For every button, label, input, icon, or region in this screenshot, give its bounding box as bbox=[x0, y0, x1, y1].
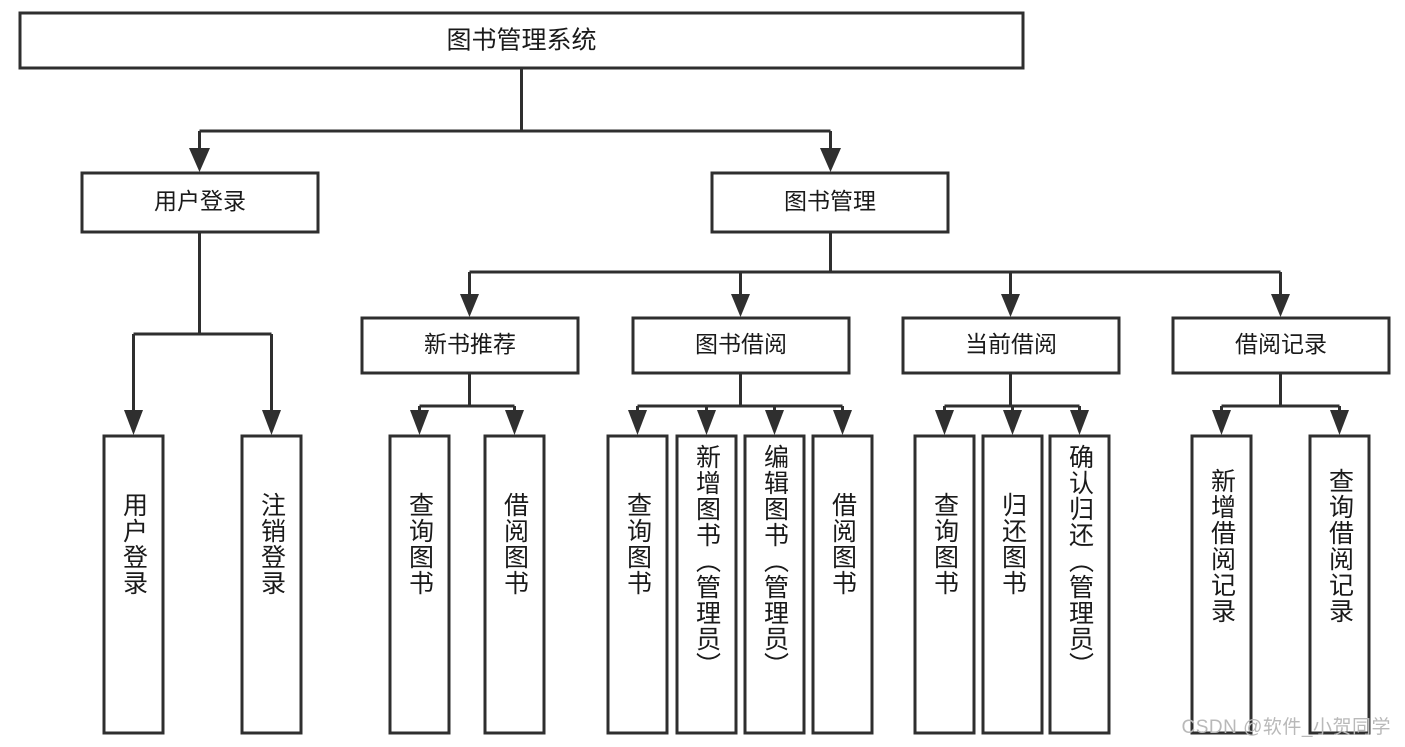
leaf-box-add-book[interactable] bbox=[675, 434, 738, 735]
leaf-box-user-login[interactable] bbox=[102, 434, 165, 735]
arrowhead-leaf-logout bbox=[262, 410, 281, 435]
node-book-management-box[interactable] bbox=[710, 171, 950, 234]
arrowhead-leaf-add-record bbox=[1212, 410, 1231, 435]
node-book-borrow-label: 图书借阅 bbox=[695, 331, 787, 357]
leaf-box-return-book[interactable] bbox=[981, 434, 1044, 735]
leaf-node-layer bbox=[102, 434, 1371, 735]
node-root-label: 图书管理系统 bbox=[446, 27, 596, 55]
node-current-borrow-box[interactable] bbox=[901, 316, 1121, 375]
csdn-watermark: CSDN @软件_小贺同学 bbox=[1181, 717, 1391, 738]
node-borrow-record-box[interactable] bbox=[1171, 316, 1391, 375]
arrowhead-leaf-borrow-book-1 bbox=[505, 410, 524, 435]
node-current-borrow[interactable]: 当前借阅 bbox=[901, 316, 1121, 375]
arrowhead-book-borrow bbox=[731, 294, 750, 317]
arrowhead-book-mgmt bbox=[820, 148, 841, 172]
leaf-box-query-book-1[interactable] bbox=[388, 434, 451, 735]
node-user-login[interactable]: 用户登录 bbox=[80, 171, 320, 234]
leaf-box-confirm-return[interactable] bbox=[1048, 434, 1111, 735]
arrowhead-new-book-rec bbox=[460, 294, 479, 317]
arrowhead-leaf-add-book bbox=[697, 410, 716, 435]
arrowhead-borrow-record bbox=[1271, 294, 1290, 317]
leaf-box-query-book-2[interactable] bbox=[606, 434, 669, 735]
arrowhead-leaf-borrow-book-2 bbox=[833, 410, 852, 435]
leaf-box-query-book-3[interactable] bbox=[913, 434, 976, 735]
arrowhead-user-login bbox=[189, 148, 210, 172]
node-root-box[interactable] bbox=[18, 11, 1025, 70]
node-new-book-recommend-label: 新书推荐 bbox=[424, 331, 516, 357]
arrowhead-leaf-query-book-1 bbox=[410, 410, 429, 435]
node-book-borrow[interactable]: 图书借阅 bbox=[631, 316, 851, 375]
node-book-management-label: 图书管理 bbox=[784, 188, 876, 214]
arrowhead-leaf-return-book bbox=[1003, 410, 1022, 435]
node-borrow-record[interactable]: 借阅记录 bbox=[1171, 316, 1391, 375]
node-book-management[interactable]: 图书管理 bbox=[710, 171, 950, 234]
node-new-book-recommend-box[interactable] bbox=[360, 316, 580, 375]
leaf-box-logout[interactable] bbox=[240, 434, 303, 735]
arrowhead-leaf-user-login bbox=[124, 410, 143, 435]
arrowhead-leaf-query-book-2 bbox=[628, 410, 647, 435]
node-root[interactable]: 图书管理系统 bbox=[18, 11, 1025, 70]
node-current-borrow-label: 当前借阅 bbox=[965, 331, 1057, 357]
node-user-login-box[interactable] bbox=[80, 171, 320, 234]
connector-layer bbox=[124, 68, 1349, 435]
node-new-book-recommend[interactable]: 新书推荐 bbox=[360, 316, 580, 375]
leaf-box-edit-book[interactable] bbox=[743, 434, 806, 735]
arrowhead-leaf-query-record bbox=[1330, 410, 1349, 435]
node-user-login-label: 用户登录 bbox=[154, 188, 246, 214]
node-borrow-record-label: 借阅记录 bbox=[1235, 331, 1327, 357]
leaf-box-borrow-book-1[interactable] bbox=[483, 434, 546, 735]
arrowhead-current-borrow bbox=[1001, 294, 1020, 317]
arrowhead-leaf-confirm-return bbox=[1070, 410, 1089, 435]
arrowhead-leaf-edit-book bbox=[765, 410, 784, 435]
leaf-box-borrow-book-2[interactable] bbox=[811, 434, 874, 735]
leaf-box-add-record[interactable] bbox=[1190, 434, 1253, 735]
arrowhead-leaf-query-book-3 bbox=[935, 410, 954, 435]
leaf-box-query-record[interactable] bbox=[1308, 434, 1371, 735]
node-book-borrow-box[interactable] bbox=[631, 316, 851, 375]
